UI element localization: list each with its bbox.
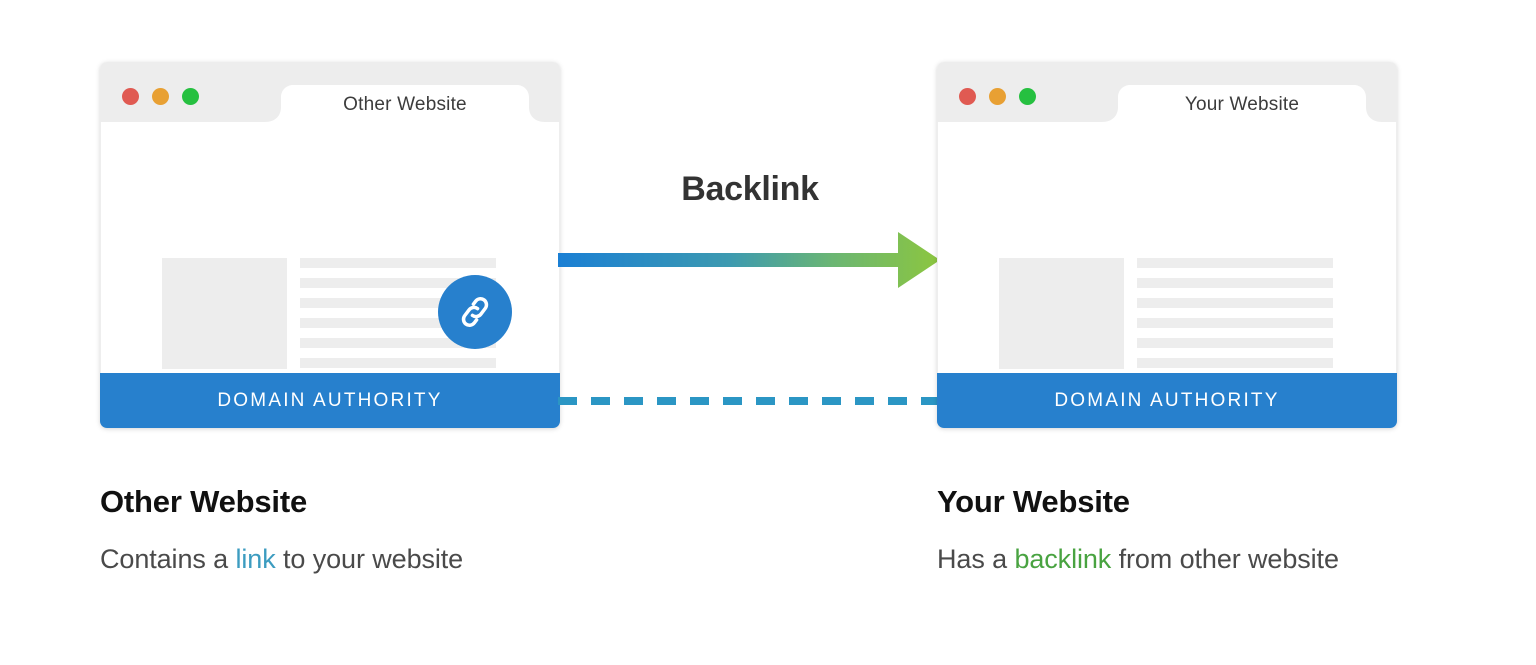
browser-card-other-website: Other Website DOMAIN AUTHORITY (100, 62, 560, 428)
traffic-light-orange-icon[interactable] (152, 88, 169, 105)
browser-chrome: Your Website (937, 62, 1397, 122)
link-badge[interactable] (438, 275, 512, 349)
domain-authority-connector (558, 392, 940, 405)
content-line (1137, 278, 1333, 288)
content-line (300, 298, 496, 308)
browser-tab-label: Your Website (1184, 94, 1300, 115)
content-line (1137, 258, 1333, 268)
browser-tab-your-website[interactable]: Your Website (1102, 85, 1382, 122)
content-line (300, 278, 496, 288)
content-line (1137, 358, 1333, 368)
traffic-light-green-icon[interactable] (182, 88, 199, 105)
caption-other-website: Other Website Contains a link to your we… (100, 484, 720, 575)
domain-authority-label: DOMAIN AUTHORITY (1054, 389, 1280, 411)
caption-text-before: Contains a (100, 544, 236, 574)
traffic-light-green-icon[interactable] (1019, 88, 1036, 105)
caption-your-website: Your Website Has a backlink from other w… (937, 484, 1536, 575)
caption-heading: Your Website (937, 484, 1130, 519)
traffic-light-red-icon[interactable] (122, 88, 139, 105)
content-line (1137, 318, 1333, 328)
caption-text: Has a backlink from other website (937, 544, 1536, 575)
content-image-placeholder (162, 258, 287, 369)
content-line (300, 258, 496, 268)
domain-authority-bar-other-website: DOMAIN AUTHORITY (100, 373, 560, 428)
link-icon (461, 297, 489, 327)
content-image-placeholder (999, 258, 1124, 369)
traffic-light-orange-icon[interactable] (989, 88, 1006, 105)
content-line (1137, 298, 1333, 308)
content-line (300, 318, 496, 328)
page-content-other-website (100, 122, 560, 373)
domain-authority-bar-your-website: DOMAIN AUTHORITY (937, 373, 1397, 428)
content-text-lines (1137, 258, 1333, 368)
caption-heading: Other Website (100, 484, 307, 519)
traffic-lights (122, 88, 199, 105)
backlink-arrow (558, 232, 940, 288)
browser-tab-other-website[interactable]: Other Website (265, 85, 545, 122)
caption-highlight-backlink[interactable]: backlink (1014, 544, 1112, 574)
content-line (300, 358, 496, 368)
browser-tab-label: Other Website (343, 94, 467, 115)
backlink-label: Backlink (681, 170, 819, 208)
caption-text-before: Has a (937, 544, 1015, 574)
caption-text-after: to your website (275, 544, 464, 574)
traffic-light-red-icon[interactable] (959, 88, 976, 105)
browser-chrome: Other Website (100, 62, 560, 122)
caption-text: Contains a link to your website (100, 544, 720, 575)
caption-text-after: from other website (1111, 544, 1339, 574)
traffic-lights (959, 88, 1036, 105)
content-line (300, 338, 496, 348)
domain-authority-label: DOMAIN AUTHORITY (217, 389, 443, 411)
browser-card-your-website: Your Website DOMAIN AUTHORITY (937, 62, 1397, 428)
content-text-lines (300, 258, 496, 368)
caption-highlight-link[interactable]: link (235, 544, 276, 574)
content-line (1137, 338, 1333, 348)
page-content-your-website (937, 122, 1397, 373)
